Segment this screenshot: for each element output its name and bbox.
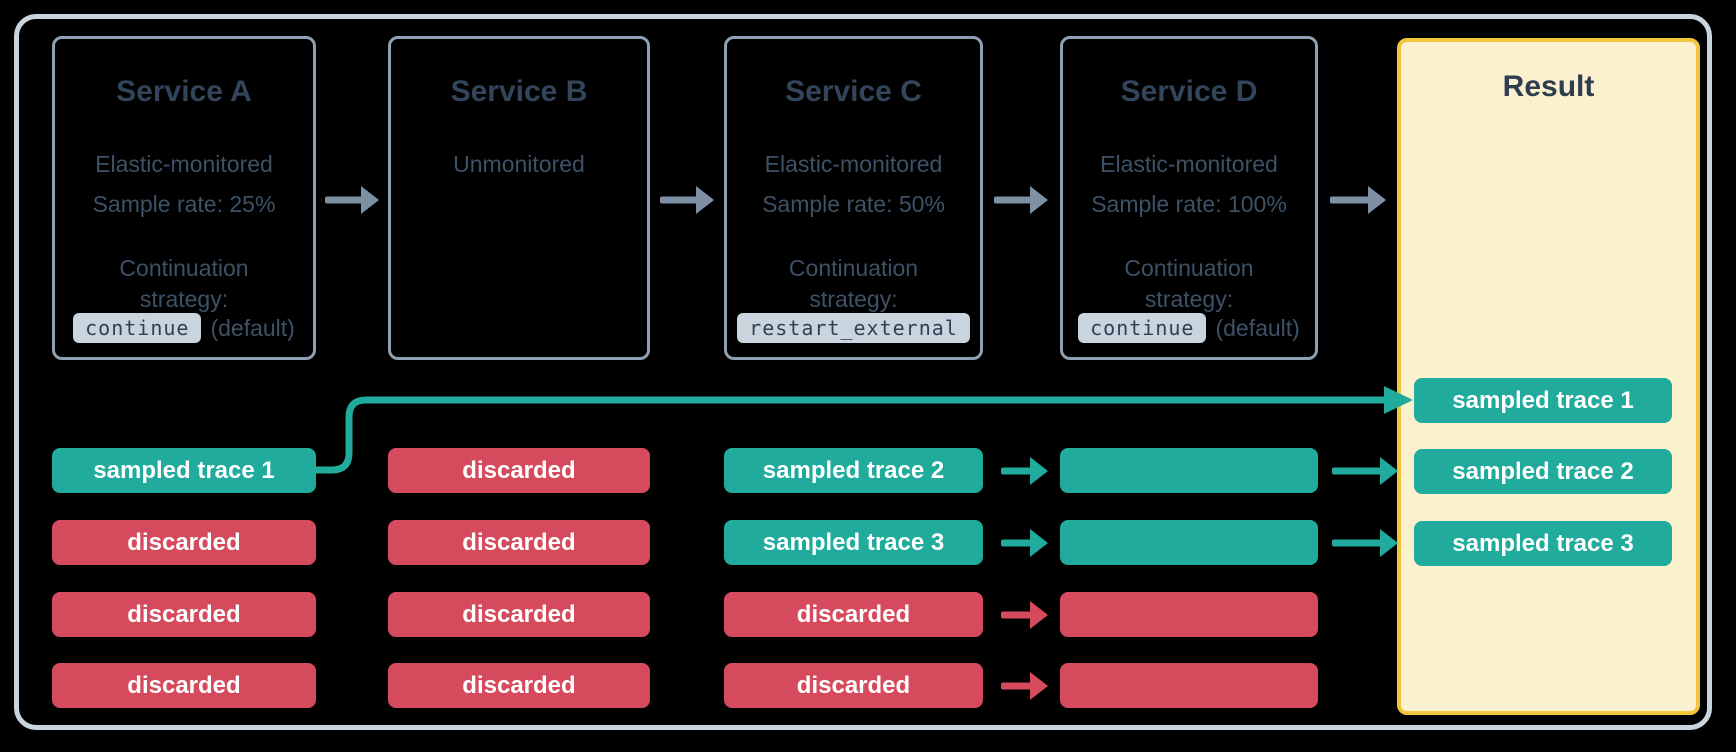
trace-chip-a-row3: discarded — [52, 592, 316, 637]
trace-chip-b-row1: discarded — [388, 448, 650, 493]
service-b-title: Service B — [450, 75, 588, 108]
trace-bar-d-row3 — [1060, 592, 1318, 637]
trace-arrow-d-result-row2-icon — [1332, 529, 1398, 557]
service-a-title: Service A — [116, 75, 252, 108]
trace-chip-a-row2: discarded — [52, 520, 316, 565]
continuation-line1: Continuation — [1124, 255, 1254, 281]
result-trace-chip-3: sampled trace 3 — [1414, 521, 1672, 566]
continuation-line2: strategy: — [139, 286, 229, 312]
service-a-strategy-chip: continue — [73, 313, 202, 343]
trace-arrow-c-d-row2-icon — [1001, 529, 1048, 557]
flow-arrow-b-to-c-icon — [660, 186, 714, 214]
trace-chip-a-row1: sampled trace 1 — [52, 448, 316, 493]
service-c-sample-rate: Sample rate: 50% — [762, 191, 945, 217]
trace-chip-b-row4: discarded — [388, 663, 650, 708]
service-c-title: Service C — [785, 75, 922, 108]
trace-bar-d-row2 — [1060, 520, 1318, 565]
trace-chip-c-row2: sampled trace 3 — [724, 520, 983, 565]
service-c-strategy-chip: restart_external — [737, 313, 970, 343]
result-box — [1397, 38, 1700, 715]
service-a-strategy-row: continue (default) — [55, 313, 313, 343]
trace-chip-c-row4: discarded — [724, 663, 983, 708]
trace-arrow-c-d-row3-icon — [1001, 601, 1048, 629]
result-title: Result — [1502, 70, 1595, 103]
continuation-line1: Continuation — [119, 255, 249, 281]
continuation-line2: strategy: — [809, 286, 898, 312]
service-a-box: Service A Elastic-monitored Sample rate:… — [52, 36, 316, 360]
service-d-monitoring: Elastic-monitored — [1100, 151, 1278, 177]
trace-chip-a-row4: discarded — [52, 663, 316, 708]
trace-chip-b-row2: discarded — [388, 520, 650, 565]
result-trace-chip-2: sampled trace 2 — [1414, 449, 1672, 494]
trace-chip-c-row3: discarded — [724, 592, 983, 637]
service-d-title: Service D — [1120, 75, 1258, 108]
trace-bar-d-row1 — [1060, 448, 1318, 493]
service-c-continuation-label: Continuation strategy: — [727, 253, 980, 315]
service-d-strategy-note: (default) — [1215, 314, 1300, 341]
trace-chip-c-row1: sampled trace 2 — [724, 448, 983, 493]
service-c-box: Service C Elastic-monitored Sample rate:… — [724, 36, 983, 360]
continuation-line2: strategy: — [1144, 286, 1234, 312]
service-a-monitoring: Elastic-monitored — [95, 151, 273, 177]
service-a-strategy-note: (default) — [210, 314, 295, 341]
service-c-monitoring: Elastic-monitored — [764, 151, 943, 177]
service-d-strategy-row: continue (default) — [1063, 313, 1315, 343]
result-trace-chip-1: sampled trace 1 — [1414, 378, 1672, 423]
service-a-continuation-label: Continuation strategy: — [55, 253, 313, 315]
trace-arrow-d-result-row1-icon — [1332, 457, 1398, 485]
service-b-box: Service B Unmonitored — [388, 36, 650, 360]
service-d-box: Service D Elastic-monitored Sample rate:… — [1060, 36, 1318, 360]
service-d-sample-rate: Sample rate: 100% — [1091, 191, 1287, 217]
trace-arrow-c-d-row1-icon — [1001, 457, 1048, 485]
service-d-strategy-chip: continue — [1078, 313, 1207, 343]
service-a-sample-rate: Sample rate: 25% — [92, 191, 276, 217]
service-d-continuation-label: Continuation strategy: — [1063, 253, 1315, 315]
flow-arrow-a-to-b-icon — [325, 186, 379, 214]
flow-arrow-c-to-d-icon — [994, 186, 1048, 214]
service-c-strategy-row: restart_external — [727, 313, 980, 343]
trace-chip-b-row3: discarded — [388, 592, 650, 637]
trace-bar-d-row4 — [1060, 663, 1318, 708]
flow-arrow-d-to-result-icon — [1330, 186, 1386, 214]
outer-frame — [14, 14, 1712, 730]
service-b-monitoring: Unmonitored — [453, 151, 585, 177]
trace-arrow-c-d-row4-icon — [1001, 672, 1048, 700]
continuation-line1: Continuation — [788, 255, 919, 281]
